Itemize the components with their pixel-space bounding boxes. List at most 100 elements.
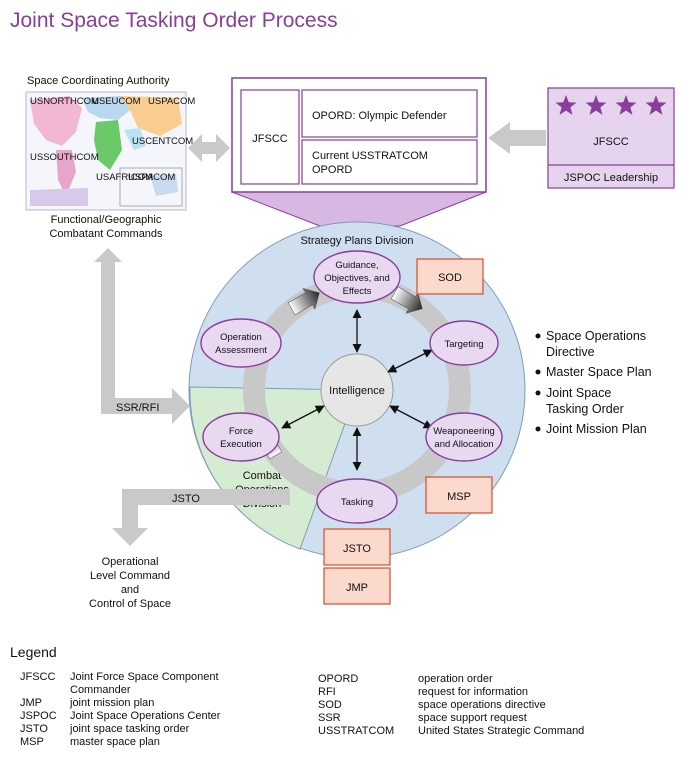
product-jsto-label: JSTO [343,543,371,555]
legend-def: operation order [418,673,493,685]
operational-line: Operational [102,556,159,568]
bullet-line: Joint Space [546,386,611,400]
node-weaponeering-line: Weaponeering [433,426,495,437]
bullet-line: Space Operations [546,329,646,343]
map-label: USPACOM [128,172,175,183]
jfscc-label: JFSCC [252,133,288,145]
space-coordinating-authority-label: Space Coordinating Authority [27,75,170,87]
ssr-rfi-label: SSR/RFI [116,402,159,414]
bullet-dot [535,369,541,375]
product-msp [425,476,493,514]
node-weaponeering [425,412,503,462]
combat-operations-line: Combat [243,470,282,482]
legend-abbr: SOD [318,699,342,711]
legend-abbr: JFSCC [20,671,56,683]
legend-abbr: MSP [20,736,44,748]
product-sod [416,258,484,295]
opord-olympic-label: OPORD: Olympic Defender [312,110,447,122]
ssr-rfi-arrow [94,248,190,424]
legend-right: OPORD operation order RFI request for in… [318,673,584,737]
bullet-line: Tasking Order [546,402,624,416]
jspoc-leadership-label: JSPOC Leadership [564,172,658,184]
legend-def: space support request [418,712,527,724]
spoke-targeting [387,349,433,373]
node-guidance-line: Guidance, [335,260,378,271]
map-label: USAFRICOM [96,172,153,183]
opord-olympic-box [301,89,478,138]
legend-abbr: USSTRATCOM [318,725,394,737]
bullet-line: Joint Mission Plan [546,422,647,436]
legend-abbr: JSTO [20,723,48,735]
node-tasking-label: Tasking [341,497,373,508]
star-icon [555,95,577,115]
legend-def: joint space tasking order [69,723,190,735]
intelligence-node [320,353,394,427]
product-msp-label: MSP [447,491,471,503]
cycle-arrow-shape [287,288,320,316]
node-targeting-label: Targeting [444,339,483,350]
cycle-flow-arrow [287,288,320,316]
cycle-arrow-shape [390,286,423,314]
current-opord-line: OPORD [312,164,352,176]
map-label: USSOUTHCOM [30,152,99,163]
star-icon [615,95,637,115]
product-jsto [323,528,391,566]
spoke-force-execution [281,405,325,429]
bullet-line: Master Space Plan [546,365,652,379]
node-operation-assessment-line: Operation [220,332,262,343]
node-targeting [429,320,499,366]
jfscc-funnel [231,191,487,227]
node-operation-assessment [200,318,282,368]
legend-abbr: JSPOC [20,710,57,722]
cycle-flow-arrow [390,286,423,314]
star-icon [585,95,607,115]
legend-def: Commander [70,684,131,696]
node-force-execution-line: Force [229,426,253,437]
strategy-plans-division-label: Strategy Plans Division [300,235,413,247]
intelligence-label: Intelligence [329,385,385,397]
bullet-line: Directive [546,345,595,359]
stars-group [555,95,667,115]
legend-def: joint mission plan [69,697,154,709]
map-label: USCENTCOM [132,136,193,147]
legend-abbr: RFI [318,686,336,698]
legend-def: Joint Space Operations Center [70,710,221,722]
node-force-execution [202,412,280,462]
double-arrow-map-jfscc [188,134,230,162]
legend-left: JFSCC Joint Force Space Component Comman… [20,671,221,748]
legend-abbr: OPORD [318,673,358,685]
node-guidance-line: Objectives, and [324,273,389,284]
node-operation-assessment-line: Assessment [215,345,267,356]
jsto-arrow-label: JSTO [172,493,200,505]
bullet-dot [535,333,541,339]
legend-abbr: SSR [318,712,341,724]
spoke-weaponeering [389,405,433,429]
legend-def: United States Strategic Command [418,725,584,737]
node-guidance [313,250,401,304]
map-caption-line: Functional/Geographic [51,214,162,226]
map-label: USEUCOM [92,96,141,107]
node-tasking [316,478,398,524]
bullet-dot [535,426,541,432]
current-opord-box [301,139,478,185]
node-weaponeering-line: and Allocation [434,439,493,450]
leadership-jfscc-label: JFSCC [593,136,629,148]
bullet-dot [535,390,541,396]
page-title: Joint Space Tasking Order Process [10,9,338,32]
star-icon [645,95,667,115]
combatant-commands-map: USNORTHCOM USEUCOM USPACOM USCENTCOM USS… [25,91,195,211]
product-jmp [323,567,391,605]
legend-abbr: JMP [20,697,42,709]
map-label: USPACOM [148,96,195,107]
jfscc-box [240,89,300,185]
legend-heading: Legend [10,644,57,660]
arrow-leadership-to-jfscc [488,122,546,154]
product-bullet-list: Space Operations Directive Master Space … [535,329,652,436]
legend-def: request for information [418,686,528,698]
operational-line: and [121,584,139,596]
map-caption-line: Combatant Commands [49,228,163,240]
legend-def: master space plan [70,736,160,748]
node-force-execution-line: Execution [220,439,262,450]
operational-line: Level Command [90,570,170,582]
legend-def: space operations directive [418,699,546,711]
